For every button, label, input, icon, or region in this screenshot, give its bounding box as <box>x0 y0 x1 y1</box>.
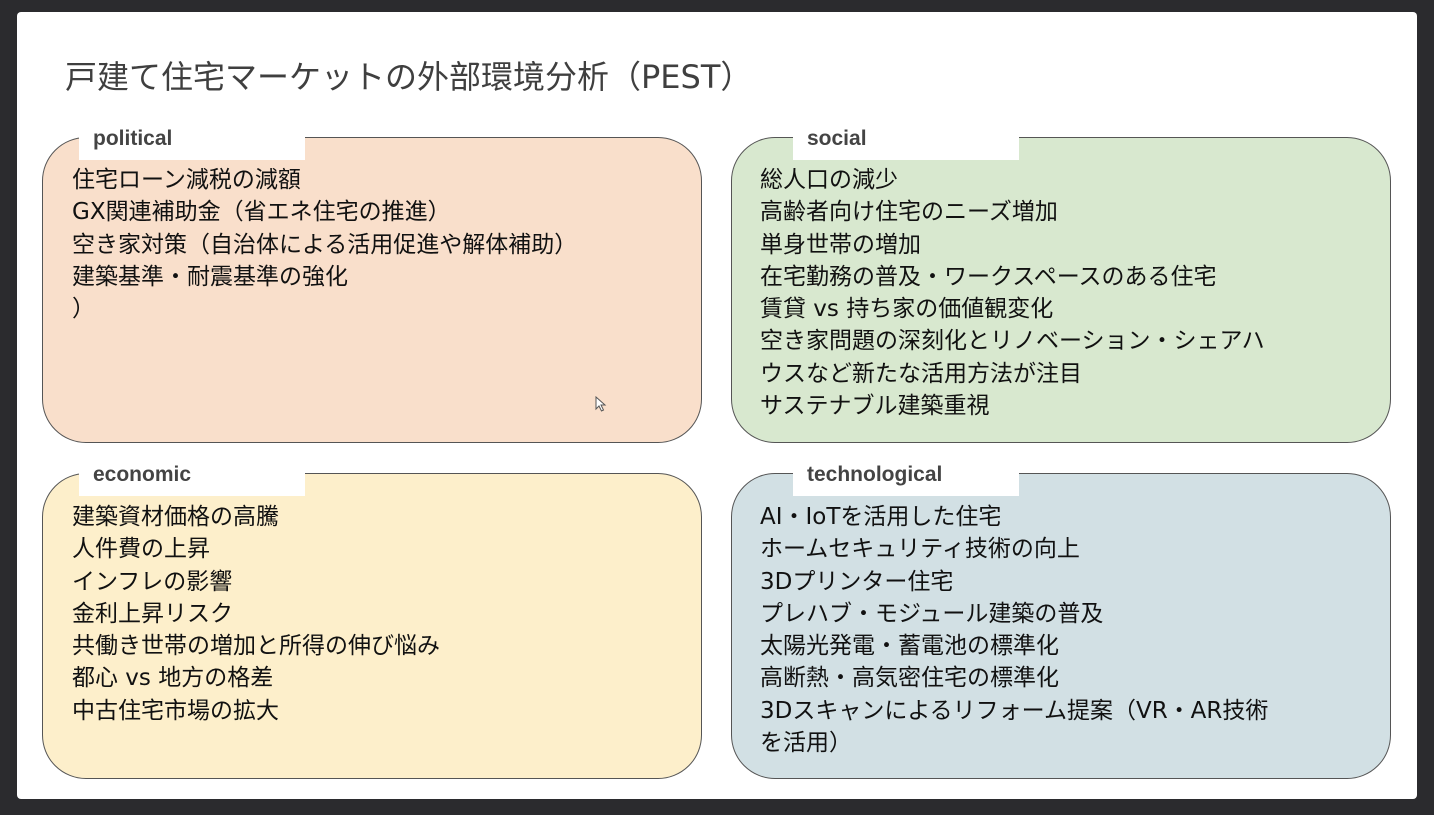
list-item: インフレの影響 <box>72 568 233 595</box>
slide-title: 戸建て住宅マーケットの外部環境分析（PEST） <box>65 58 753 96</box>
list-item: 建築基準・耐震基準の強化 <box>72 263 348 290</box>
list-item: 賃貸 vs 持ち家の価値観変化 <box>760 296 1054 323</box>
list-item: 都心 vs 地方の格差 <box>72 665 274 692</box>
social-label: social <box>793 118 1019 160</box>
technological-quadrant <box>731 473 1391 779</box>
list-item: を活用） <box>760 730 852 757</box>
list-item: ホームセキュリティ技術の向上 <box>760 536 1080 563</box>
list-item: 3Dプリンター住宅 <box>760 568 954 595</box>
list-item: 中古住宅市場の拡大 <box>72 697 279 724</box>
list-item: プレハブ・モジュール建築の普及 <box>760 600 1104 627</box>
list-item: 太陽光発電・蓄電池の標準化 <box>760 633 1059 660</box>
list-item: 空き家対策（自治体による活用促進や解体補助） <box>72 231 578 258</box>
list-item: ） <box>72 296 95 323</box>
list-item: サステナブル建築重視 <box>760 393 990 420</box>
list-item: 金利上昇リスク <box>72 600 233 627</box>
list-item: 共働き世帯の増加と所得の伸び悩み <box>72 633 440 660</box>
mouse-pointer-icon <box>595 396 607 412</box>
list-item: ウスなど新たな活用方法が注目 <box>760 360 1082 387</box>
political-quadrant <box>42 137 702 443</box>
economic-label: economic <box>79 454 305 496</box>
political-label: political <box>79 118 305 160</box>
economic-items: 建築資材価格の高騰 人件費の上昇 インフレの影響 金利上昇リスク 共働き世帯の増… <box>72 501 682 727</box>
list-item: 空き家問題の深刻化とリノベーション・シェアハ <box>760 328 1265 355</box>
list-item: 3Dスキャンによるリフォーム提案（VR・AR技術 <box>760 697 1269 724</box>
slide-canvas: 戸建て住宅マーケットの外部環境分析（PEST） political 住宅ローン減… <box>17 12 1417 799</box>
technological-label: technological <box>793 454 1019 496</box>
political-items: 住宅ローン減税の減額 GX関連補助金（省エネ住宅の推進） 空き家対策（自治体によ… <box>72 164 682 325</box>
list-item: 建築資材価格の高騰 <box>72 504 279 530</box>
list-item: 高齢者向け住宅のニーズ増加 <box>760 199 1058 226</box>
economic-quadrant <box>42 473 702 779</box>
list-item: GX関連補助金（省エネ住宅の推進） <box>72 199 451 226</box>
list-item: 住宅ローン減税の減額 <box>72 167 301 193</box>
list-item: 総人口の減少 <box>760 167 898 193</box>
list-item: 高断熱・高気密住宅の標準化 <box>760 665 1059 692</box>
technological-items: AI・IoTを活用した住宅 ホームセキュリティ技術の向上 3Dプリンター住宅 プ… <box>760 501 1380 759</box>
list-item: 人件費の上昇 <box>72 536 210 563</box>
list-item: AI・IoTを活用した住宅 <box>760 504 1002 530</box>
social-quadrant <box>731 137 1391 443</box>
list-item: 在宅勤務の普及・ワークスペースのある住宅 <box>760 263 1217 290</box>
list-item: 単身世帯の増加 <box>760 231 921 258</box>
social-items: 総人口の減少 高齢者向け住宅のニーズ増加 単身世帯の増加 在宅勤務の普及・ワーク… <box>760 164 1380 422</box>
